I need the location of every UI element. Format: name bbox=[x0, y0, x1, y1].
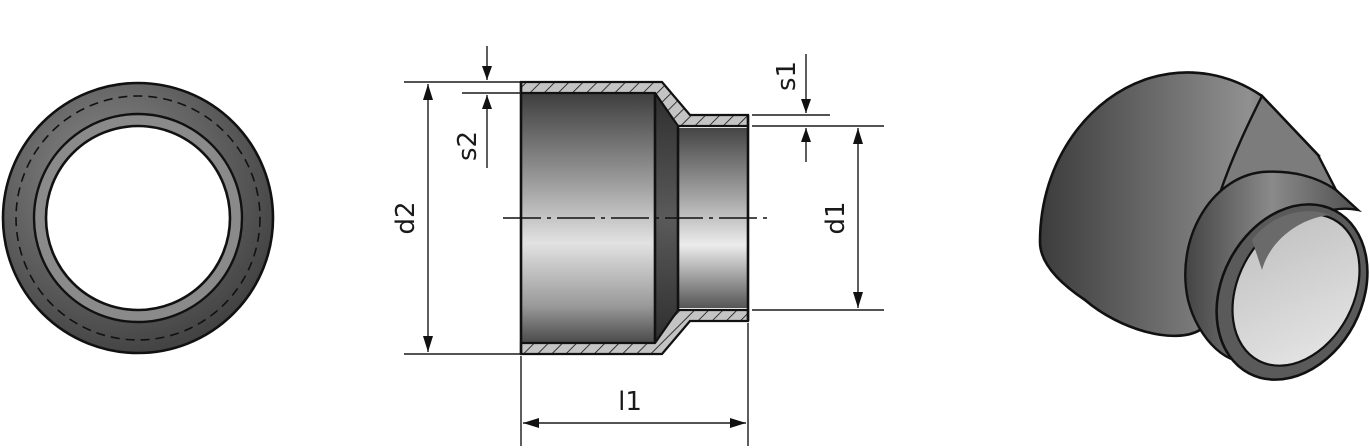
end-view bbox=[1, 81, 275, 355]
s2-label: s2 bbox=[453, 131, 483, 161]
d2-label: d2 bbox=[391, 201, 421, 234]
isometric-view bbox=[1038, 71, 1369, 381]
end-view-hidden-line bbox=[15, 95, 261, 341]
d1-label: d1 bbox=[821, 201, 851, 234]
s1-label: s1 bbox=[772, 61, 802, 91]
l1-label: l1 bbox=[618, 387, 642, 417]
dimensions: d2 s2 s1 d1 l1 bbox=[391, 46, 884, 446]
section-view bbox=[503, 80, 768, 356]
iso-bore-shadow bbox=[1252, 211, 1330, 270]
end-view-bore bbox=[44, 124, 232, 312]
